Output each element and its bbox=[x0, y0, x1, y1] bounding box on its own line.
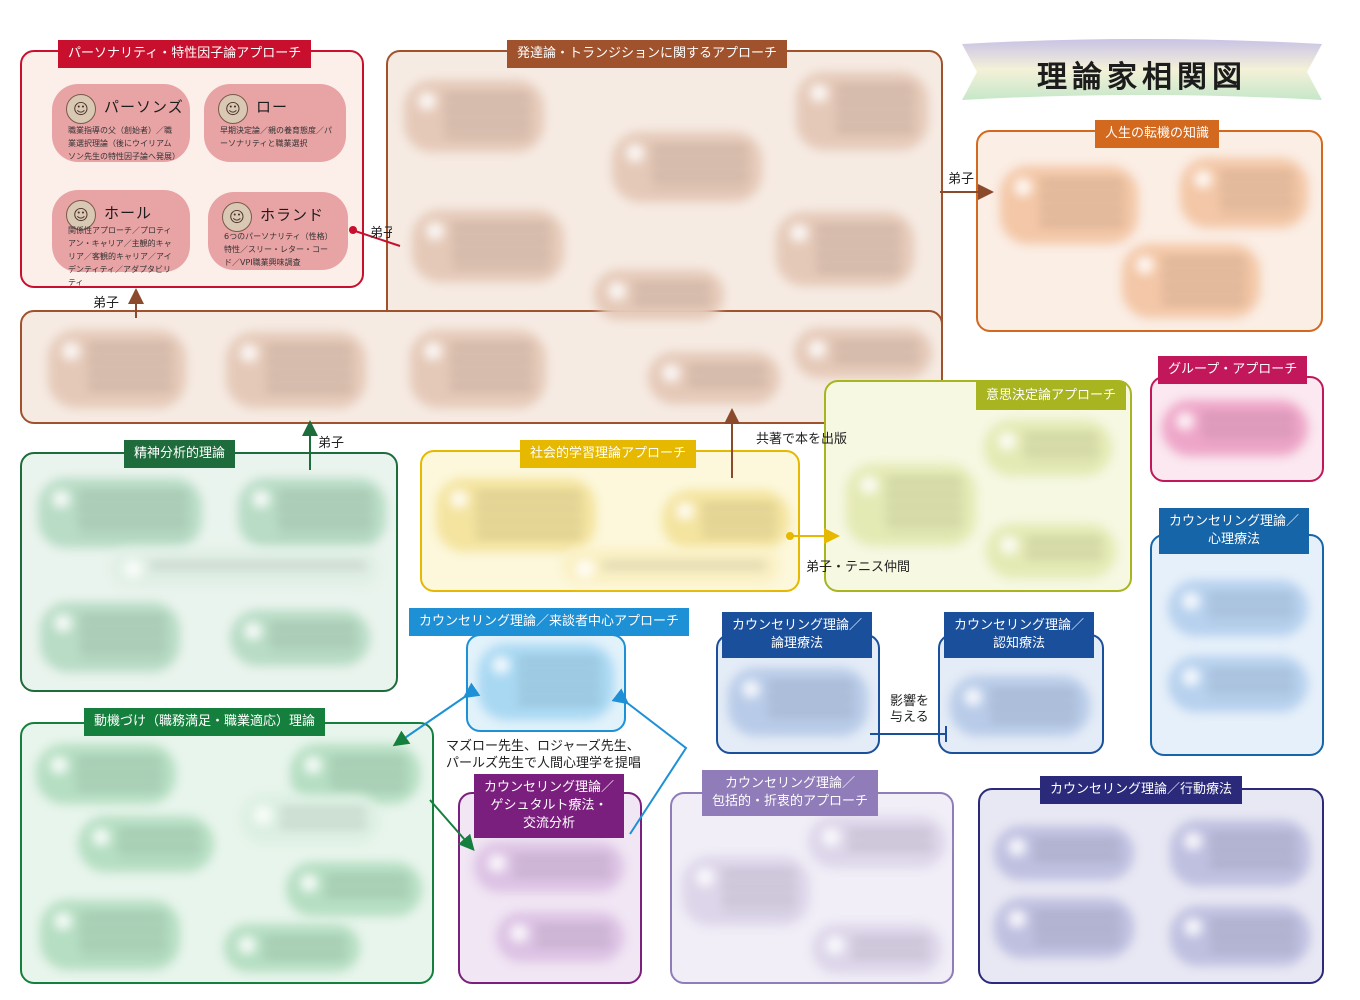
blurred-theorist bbox=[984, 420, 1112, 476]
blurred-theorist bbox=[648, 352, 780, 404]
panel-title-behavior: カウンセリング理論／行動療法 bbox=[1040, 776, 1243, 804]
panel-title-life-turning: 人生の転機の知識 bbox=[1095, 120, 1220, 148]
blurred-theorist bbox=[950, 676, 1090, 736]
blurred-theorist bbox=[796, 72, 928, 150]
panel-title-gestalt: カウンセリング理論／ ゲシュタルト療法・ 交流分析 bbox=[474, 774, 625, 838]
blurred-theorist bbox=[594, 270, 724, 320]
blurred-theorist bbox=[1122, 244, 1260, 318]
panel-title-group: グループ・アプローチ bbox=[1158, 356, 1308, 384]
blurred-theorist bbox=[812, 924, 942, 974]
blurred-theorist bbox=[1162, 400, 1308, 456]
panel-title-personality: パーソナリティ・特性因子論アプローチ bbox=[58, 40, 312, 68]
theorist-desc: 関係性アプローチ／プロティアン・キャリア／主観的キャリア／客観的キャリア／アイデ… bbox=[68, 226, 172, 287]
theorist-name: ホランド bbox=[260, 206, 325, 224]
panel-development-joint bbox=[384, 312, 392, 420]
blurred-theorist bbox=[1000, 166, 1138, 244]
portrait-icon: ☺ bbox=[66, 94, 96, 124]
panel-title-rational: カウンセリング理論／ 論理療法 bbox=[722, 612, 873, 658]
theorist-name: ロー bbox=[256, 98, 289, 116]
blurred-theorist bbox=[436, 478, 596, 552]
label-deshi-holland: 弟子 bbox=[370, 226, 392, 241]
blurred-theorist bbox=[238, 478, 386, 548]
theorist-card-roe[interactable]: ☺ ロー 早期決定論／親の養育態度／パーソナリティと職業選択 bbox=[204, 84, 346, 162]
blurred-theorist bbox=[1170, 906, 1310, 966]
blurred-theorist bbox=[36, 744, 176, 804]
blurred-theorist bbox=[478, 644, 614, 720]
panel-title-client-centered: カウンセリング理論／来談者中心アプローチ bbox=[409, 608, 690, 636]
blurred-theorist bbox=[994, 898, 1134, 958]
diagram-title: 理論家相関図 bbox=[1037, 60, 1247, 95]
blurred-theorist bbox=[986, 524, 1116, 578]
blurred-theorist bbox=[728, 668, 868, 736]
blurred-theorist bbox=[1168, 656, 1308, 712]
blurred-theorist bbox=[110, 548, 380, 588]
portrait-icon: ☺ bbox=[66, 200, 96, 230]
panel-psychotherapy bbox=[1150, 534, 1324, 756]
blurred-theorist bbox=[40, 602, 180, 672]
panel-title-decision: 意思決定論アプローチ bbox=[976, 382, 1127, 410]
blurred-theorist bbox=[1170, 820, 1310, 886]
blurred-theorist bbox=[230, 610, 370, 666]
blurred-theorist bbox=[78, 816, 214, 872]
label-deshi-psychoanalysis: 弟子 bbox=[318, 436, 345, 451]
blurred-theorist bbox=[48, 330, 186, 408]
banner-ribbon bbox=[962, 39, 1322, 100]
label-humanistic: マズロー先生、ロジャーズ先生、 パールズ先生で人間心理学を提唱 bbox=[446, 739, 642, 771]
theorist-name: ホール bbox=[104, 204, 153, 222]
label-deshi-personality: 弟子 bbox=[93, 296, 120, 311]
panel-title-cognitive: カウンセリング理論／ 認知療法 bbox=[944, 612, 1095, 658]
blurred-theorist bbox=[40, 900, 180, 970]
panel-title-development: 発達論・トランジションに関するアプローチ bbox=[507, 40, 788, 68]
blurred-theorist bbox=[474, 842, 624, 892]
blurred-theorist bbox=[994, 826, 1134, 880]
title-banner: 理論家相関図 bbox=[962, 38, 1322, 104]
blurred-theorist bbox=[662, 490, 790, 550]
blurred-theorist bbox=[562, 548, 780, 584]
label-coauthor: 共著で本を出版 bbox=[756, 432, 848, 447]
blurred-theorist bbox=[410, 330, 546, 408]
blurred-theorist bbox=[286, 862, 422, 916]
theorist-card-hall[interactable]: ☺ ホール 関係性アプローチ／プロティアン・キャリア／主観的キャリア／客観的キャ… bbox=[52, 190, 190, 287]
label-tennis: 弟子・テニス仲間 bbox=[806, 560, 911, 575]
theorist-card-holland[interactable]: ☺ ホランド 6つのパーソナリティ（性格）特性／スリー・レター・コード／VPI職… bbox=[208, 192, 348, 270]
panel-title-psychoanalysis: 精神分析的理論 bbox=[124, 440, 236, 468]
blurred-theorist bbox=[1168, 580, 1308, 636]
theorist-card-parsons[interactable]: ☺ パーソンズ 職業指導の父（創始者）／職業選択理論（後にウイリアムソン先生の特… bbox=[52, 84, 190, 162]
label-influence: 影響を 与える bbox=[890, 694, 930, 725]
blurred-theorist bbox=[240, 794, 380, 844]
panel-title-social-learning: 社会的学習理論アプローチ bbox=[520, 440, 697, 468]
panel-title-motivation: 動機づけ（職務満足・職業適応）理論 bbox=[84, 708, 326, 736]
blurred-theorist bbox=[496, 912, 624, 962]
portrait-icon: ☺ bbox=[222, 202, 252, 232]
blurred-theorist bbox=[846, 464, 976, 546]
theorist-desc: 職業指導の父（創始者）／職業選択理論（後にウイリアムソン先生の特性因子論へ発展） bbox=[68, 126, 180, 161]
panel-title-eclectic: カウンセリング理論／ 包括的・折衷的アプローチ bbox=[702, 770, 879, 816]
blurred-theorist bbox=[808, 816, 946, 868]
blurred-theorist bbox=[226, 332, 366, 408]
blurred-theorist bbox=[38, 478, 202, 548]
theorist-desc: 早期決定論／親の養育態度／パーソナリティと職業選択 bbox=[220, 126, 332, 148]
theorist-name: パーソンズ bbox=[104, 98, 184, 116]
blurred-theorist bbox=[412, 210, 564, 282]
theorist-desc: 6つのパーソナリティ（性格）特性／スリー・レター・コード／VPI職業興味調査 bbox=[224, 232, 333, 267]
blurred-theorist bbox=[224, 924, 360, 972]
blurred-theorist bbox=[776, 212, 914, 286]
blurred-theorist bbox=[682, 856, 810, 926]
portrait-icon: ☺ bbox=[218, 94, 248, 124]
blurred-theorist bbox=[612, 132, 762, 202]
blurred-theorist bbox=[404, 80, 544, 152]
blurred-theorist bbox=[794, 328, 932, 378]
blurred-theorist bbox=[1180, 158, 1308, 228]
label-deshi-life-turning: 弟子 bbox=[948, 172, 975, 187]
panel-title-psychotherapy: カウンセリング理論／ 心理療法 bbox=[1159, 508, 1310, 554]
